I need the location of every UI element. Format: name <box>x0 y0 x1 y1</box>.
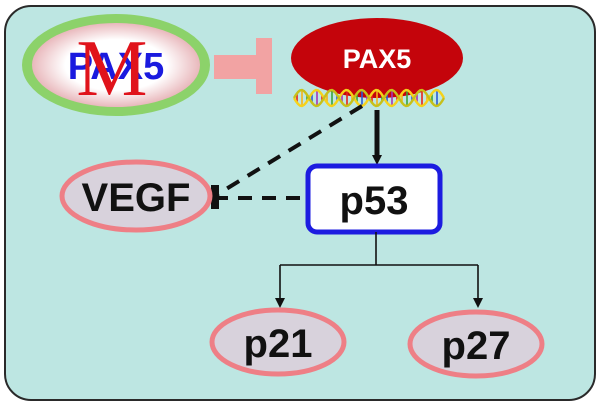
inhibition-bar-vegf <box>211 185 219 209</box>
pax5-label: PAX5 <box>343 44 412 74</box>
dashed-link-pax5-vegf <box>216 104 364 196</box>
p53-node: p53 <box>305 163 443 235</box>
methylated-pax5-inner-oval <box>32 23 200 107</box>
pax5-node: PAX5 <box>291 18 463 98</box>
p27-node: p27 <box>407 309 545 379</box>
dna-strand <box>292 88 446 108</box>
p27-label: p27 <box>442 324 511 368</box>
p21-node: p21 <box>209 307 347 377</box>
methylation-mark: M <box>76 25 147 113</box>
p21-label: p21 <box>244 322 313 366</box>
vegf-label: VEGF <box>82 176 191 220</box>
inhibition-arrow <box>214 38 272 94</box>
p53-label: p53 <box>340 179 409 223</box>
methylated-pax5-label: PAX5 <box>68 46 164 88</box>
dna-helix-icon <box>292 88 446 108</box>
branch-connector <box>275 232 483 308</box>
methylated-pax5-node: PAX5 M <box>22 14 210 116</box>
vegf-node: VEGF <box>59 159 213 233</box>
